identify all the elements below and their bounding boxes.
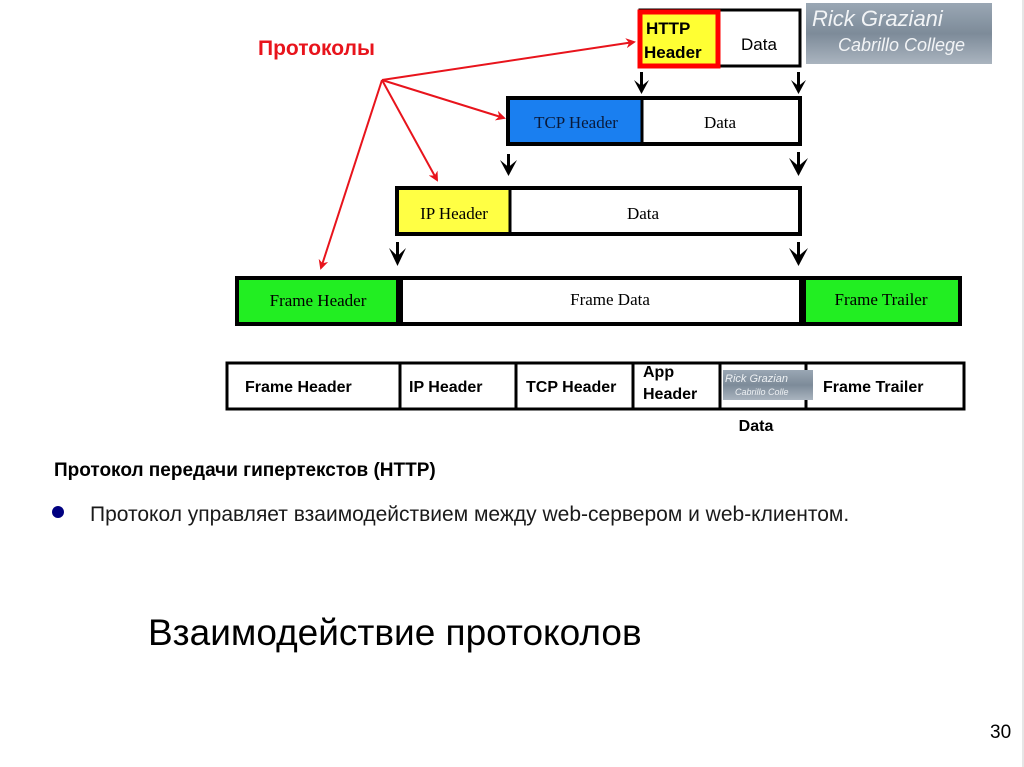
final-ip-header-label: IP Header [409,379,483,396]
tcp-row: TCP Header Data [506,96,802,146]
http-header-label-1: HTTP [646,19,690,38]
frame-trailer-label: Frame Trailer [834,290,927,309]
bullet-icon [52,506,64,518]
ip-row: IP Header Data [395,186,802,236]
frame-header-cell [239,280,396,322]
final-tcp-header-label: TCP Header [526,379,616,396]
final-frame-header-label: Frame Header [245,379,352,396]
frame-data-cell [403,280,799,322]
tcp-data-label: Data [704,113,737,132]
ip-data-label: Data [627,204,660,223]
arrow-to-tcp [381,79,506,121]
data-watermark-cell [723,370,813,400]
down-arrow-icon [789,158,808,176]
protocol-arrows [318,38,636,270]
watermark-background [806,3,992,64]
ip-header-label: IP Header [420,204,488,223]
final-frame-trailer-label: Frame Trailer [823,379,924,396]
down-arrows-2 [500,152,808,176]
protocols-label: Протоколы [258,37,375,60]
slide-edge [1022,0,1024,767]
tcp-header-label: TCP Header [534,113,618,132]
arrow-to-http [381,38,636,81]
arrow-to-ip [381,79,438,182]
arrow-to-frame [318,79,383,270]
final-row: Rick Grazian Cabrillo Colle Frame Header… [225,361,966,435]
section-heading: Протокол передачи гипертекстов (HTTP) [54,460,436,481]
down-arrows-3 [389,242,808,266]
frame-data-label: Frame Data [570,290,650,309]
data-watermark-line-1: Rick Grazian [725,373,788,385]
down-arrow-icon [389,248,406,266]
watermark-line-1: Rick Graziani [812,6,944,31]
frame-header-label: Frame Header [270,291,367,310]
final-app-header-label-1: App [643,364,674,381]
down-arrows-1 [634,72,806,94]
http-header-label-2: Header [644,43,702,62]
bullet-text: Протокол управляет взаимодействием между… [90,503,850,526]
page-number: 30 [990,722,1012,743]
slide-title: Взаимодействие протоколов [148,612,642,653]
final-app-header-label-2: Header [643,386,697,403]
down-arrow-icon [500,160,517,176]
down-arrow-icon [634,80,649,94]
bullet-item: Протокол управляет взаимодействием между… [52,498,922,531]
data-watermark-line-2: Cabrillo Colle [735,387,789,397]
http-header-cell [637,9,721,69]
http-row: HTTP Header Data [637,8,802,69]
final-data-label: Data [739,418,774,435]
tcp-header-cell [510,100,642,142]
watermark-line-2: Cabrillo College [838,35,965,55]
ip-header-cell [399,190,509,232]
protocol-diagram: Протоколы HTTP Header Data Rick Graziani… [225,3,992,435]
frame-trailer-cell [806,280,958,322]
http-data-label: Data [741,35,777,54]
down-arrow-icon [789,248,808,266]
author-watermark: Rick Graziani Cabrillo College [806,3,992,64]
final-segment [225,361,966,411]
frame-row: Frame Header Frame Data Frame Trailer [235,276,962,326]
down-arrow-icon [791,80,806,94]
